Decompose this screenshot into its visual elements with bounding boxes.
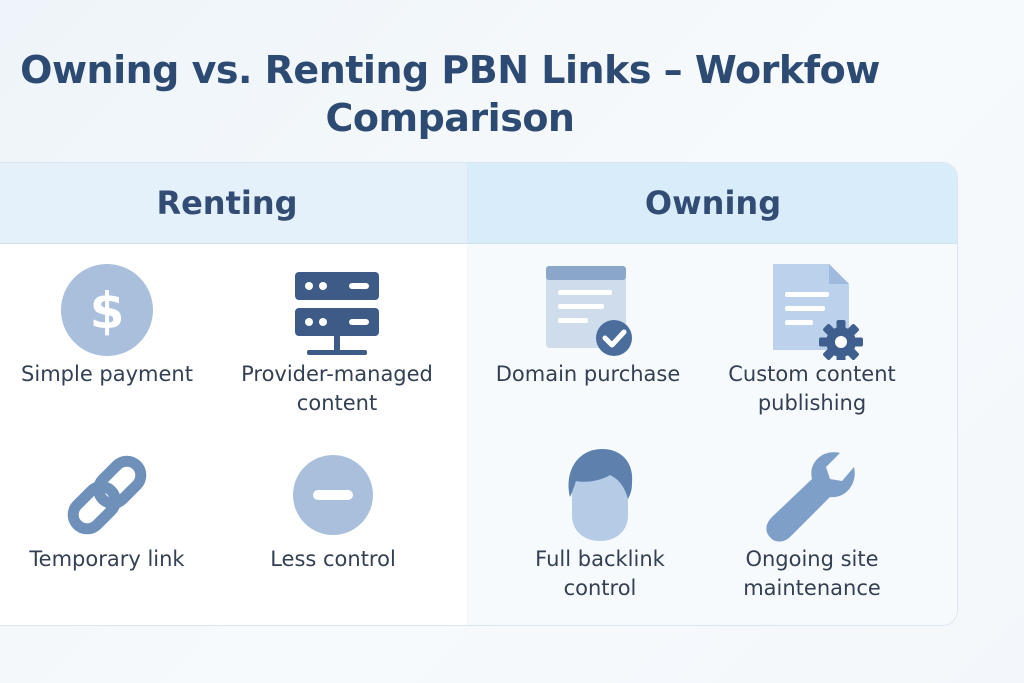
dollar-coin-icon: $ bbox=[0, 260, 227, 360]
item-label: Provider-managed content bbox=[241, 362, 433, 415]
item-label: Simple payment bbox=[21, 362, 193, 386]
item-label: Domain purchase bbox=[495, 362, 681, 386]
renting-column: Renting $ Simple payment bbox=[0, 163, 467, 625]
person-head-icon bbox=[480, 445, 720, 545]
item-custom-content-publishing: Custom content publishing bbox=[692, 260, 932, 418]
item-label: Temporary link bbox=[29, 547, 185, 571]
title-line-1: Owning vs. Renting PBN Links – Workfow bbox=[20, 48, 880, 92]
item-label: Full backlink control bbox=[535, 547, 665, 600]
document-gear-icon bbox=[692, 260, 932, 360]
item-label: Ongoing site maintenance bbox=[743, 547, 881, 600]
item-label: Custom content publishing bbox=[728, 362, 896, 415]
document-check-icon bbox=[468, 260, 708, 360]
svg-text:$: $ bbox=[90, 282, 125, 340]
page-title: Owning vs. Renting PBN Links – Workfow C… bbox=[0, 46, 900, 142]
item-domain-purchase: Domain purchase bbox=[468, 260, 708, 389]
wrench-icon bbox=[692, 445, 932, 545]
comparison-table: Renting $ Simple payment bbox=[0, 162, 958, 626]
owning-header: Owning bbox=[467, 163, 957, 244]
item-provider-managed-content: Provider-managed content bbox=[217, 260, 457, 418]
title-line-2: Comparison bbox=[325, 96, 575, 140]
minus-circle-icon bbox=[213, 445, 453, 545]
owning-column: Owning Domain purchase bbox=[467, 163, 957, 625]
item-label: Less control bbox=[270, 547, 396, 571]
item-simple-payment: $ Simple payment bbox=[0, 260, 227, 389]
item-temporary-link: Temporary link bbox=[0, 445, 227, 574]
chain-link-icon bbox=[0, 445, 227, 545]
item-full-backlink-control: Full backlink control bbox=[480, 445, 720, 603]
item-ongoing-site-maintenance: Ongoing site maintenance bbox=[692, 445, 932, 603]
server-stack-icon bbox=[217, 260, 457, 360]
renting-header: Renting bbox=[0, 163, 467, 244]
item-less-control: Less control bbox=[213, 445, 453, 574]
